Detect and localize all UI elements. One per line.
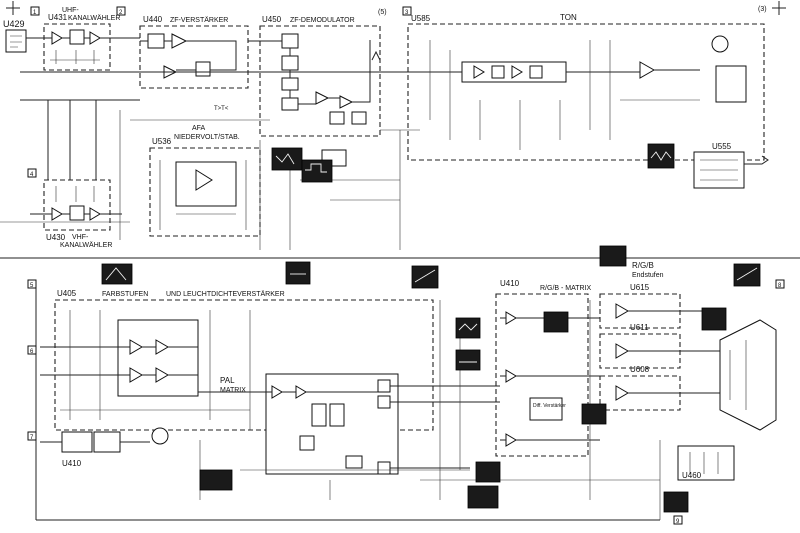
u430-vhf-tuner-module: U430 VHF- KANALWÄHLER xyxy=(30,179,122,249)
svg-text:T>T<: T>T< xyxy=(214,106,229,112)
u410-lower-label: U410 xyxy=(62,459,82,468)
u555-module: U555 xyxy=(693,142,769,189)
u608-label: U608 xyxy=(630,365,650,374)
u450-label: U450 xyxy=(262,15,282,24)
section-marker: 3 xyxy=(405,10,409,16)
rgb-label: R/G/B xyxy=(632,261,654,270)
uhf-label: UHF- xyxy=(62,7,79,14)
uhf-kanalwaehler-label: KANALWÄHLER xyxy=(68,14,120,22)
ton-label: TON xyxy=(560,13,577,22)
u429-antenna-block: U429 xyxy=(3,19,27,53)
section-marker: 5 xyxy=(30,283,34,289)
u405-label: U405 xyxy=(57,289,77,298)
section-marker: 6 xyxy=(30,349,34,355)
section-marker: 8 xyxy=(778,283,782,289)
pal-matrix-block: PAL MATRIX xyxy=(198,373,500,475)
rgb-matrix-label: R/G/B - MATRIX xyxy=(540,285,592,292)
upper-scope-traces xyxy=(271,143,675,183)
lower-scope-traces xyxy=(101,245,761,513)
zf-verstaerker-label: ZF-VERSTÄRKER xyxy=(170,16,228,24)
u410-rgb-matrix-module: U410 R/G/B - MATRIX Diff. Verstärker xyxy=(495,279,600,457)
svg-text:(3): (3) xyxy=(758,6,767,13)
upper-bus-wiring xyxy=(0,71,420,250)
u410-lower-left-module: U410 xyxy=(40,427,169,468)
u536-label: U536 xyxy=(152,137,172,146)
u405-chroma-luma-module: U405 FARBSTUFEN UND LEUCHTDICHTEVERSTÄRK… xyxy=(40,289,434,431)
u585-label: U585 xyxy=(411,14,431,23)
lower-bus-wiring xyxy=(35,286,661,521)
leuchtdichte-label: UND LEUCHTDICHTEVERSTÄRKER xyxy=(166,290,285,298)
afa-label: AFA xyxy=(192,125,206,132)
niedervolt-label: NIEDERVOLT/STAB. xyxy=(174,134,240,141)
diff-verstaerker-label: Diff. Verstärker xyxy=(533,403,566,409)
vhf-kanalwaehler-label: KANALWÄHLER xyxy=(60,241,112,249)
u430-label: U430 xyxy=(46,233,66,242)
registration-marks xyxy=(6,1,786,15)
u585-audio-module: U585 TON (3) xyxy=(407,6,767,161)
section-marker: 2 xyxy=(119,10,123,16)
u410-label: U410 xyxy=(500,279,520,288)
section-marker: 1 xyxy=(33,10,37,16)
u431-uhf-tuner-module: UHF- U431 KANALWÄHLER xyxy=(26,7,140,71)
u440-label: U440 xyxy=(143,15,163,24)
u429-label: U429 xyxy=(3,19,25,29)
section-marker: 4 xyxy=(30,172,34,178)
rgb-output-stages-module: R/G/B Endstufen U615 U611 U608 xyxy=(599,261,720,411)
section-marker: 9 xyxy=(676,519,680,525)
section-markers: 1 2 3 4 5 6 7 8 9 xyxy=(27,6,785,525)
pal-label: PAL xyxy=(220,376,235,385)
u460-label: U460 xyxy=(682,471,702,480)
u460-module: U460 xyxy=(677,445,735,481)
u440-if-amplifier-module: U440 ZF-VERSTÄRKER T>T< xyxy=(139,15,249,112)
u431-label: U431 xyxy=(48,13,68,22)
crt-picture-tube xyxy=(719,319,777,431)
svg-text:(5): (5) xyxy=(378,9,387,16)
section-marker: 7 xyxy=(30,435,34,441)
vhf-label: VHF- xyxy=(72,234,89,241)
u536-afa-power-module: U536 AFA NIEDERVOLT/STAB. xyxy=(149,125,261,237)
farbstufen-label: FARBSTUFEN xyxy=(102,291,148,298)
u450-if-demodulator-module: U450 ZF-DEMODULATOR (5) xyxy=(248,9,387,137)
zf-demodulator-label: ZF-DEMODULATOR xyxy=(290,17,355,24)
u555-label: U555 xyxy=(712,142,732,151)
endstufen-label: Endstufen xyxy=(632,272,664,279)
u615-label: U615 xyxy=(630,283,650,292)
matrix-label: MATRIX xyxy=(220,387,246,394)
